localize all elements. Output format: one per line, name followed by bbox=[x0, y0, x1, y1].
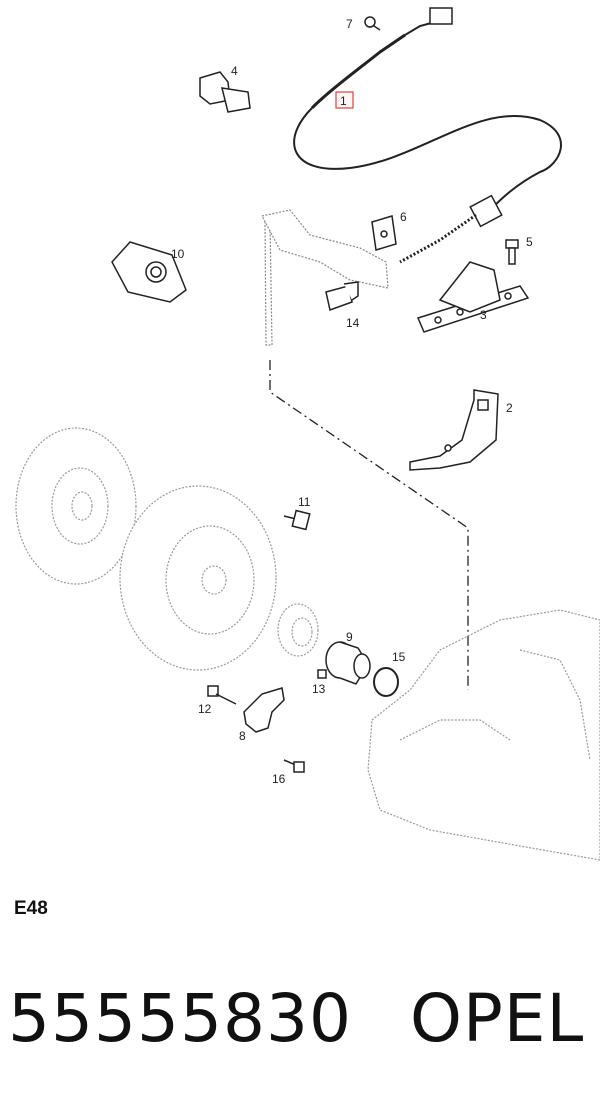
clutch-cable[interactable] bbox=[293, 7, 562, 264]
callout-10[interactable]: 10 bbox=[171, 247, 185, 261]
callout-8[interactable]: 8 bbox=[239, 729, 246, 743]
callout-4[interactable]: 4 bbox=[231, 64, 238, 78]
release-fork-8[interactable] bbox=[243, 687, 285, 733]
part-number: 55555830 bbox=[8, 980, 352, 1057]
callout-5[interactable]: 5 bbox=[526, 235, 533, 249]
seal-15[interactable] bbox=[373, 667, 399, 697]
flywheel[interactable] bbox=[277, 603, 319, 657]
bolt-5[interactable] bbox=[505, 239, 519, 265]
release-shaft[interactable] bbox=[261, 209, 389, 346]
callout-9[interactable]: 9 bbox=[346, 630, 353, 644]
bolt-11[interactable] bbox=[283, 509, 311, 531]
bolt-7[interactable] bbox=[364, 16, 381, 31]
page-code: E48 bbox=[14, 898, 48, 919]
callout-1[interactable]: 1 bbox=[340, 94, 347, 108]
callout-16[interactable]: 16 bbox=[272, 772, 286, 786]
gearbox-housing bbox=[367, 609, 600, 861]
callout-11[interactable]: 11 bbox=[298, 495, 311, 509]
callout-3[interactable]: 3 bbox=[480, 308, 487, 322]
callout-13[interactable]: 13 bbox=[312, 682, 326, 696]
rubber-flange-10[interactable] bbox=[111, 241, 187, 303]
clutch-disc[interactable] bbox=[15, 427, 137, 585]
callout-12[interactable]: 12 bbox=[198, 702, 212, 716]
clip-4[interactable] bbox=[199, 71, 251, 113]
pressure-plate[interactable] bbox=[119, 485, 277, 671]
release-bearing-9[interactable] bbox=[325, 641, 371, 685]
callout-7[interactable]: 7 bbox=[346, 17, 353, 31]
clip-14[interactable] bbox=[325, 281, 359, 311]
bracket-6[interactable] bbox=[371, 215, 397, 251]
callout-14[interactable]: 14 bbox=[346, 316, 360, 330]
bolt-12[interactable] bbox=[207, 685, 237, 705]
bracket-2[interactable] bbox=[409, 389, 499, 471]
callout-15[interactable]: 15 bbox=[392, 650, 406, 664]
callout-6[interactable]: 6 bbox=[400, 210, 407, 224]
bolt-16[interactable] bbox=[283, 759, 305, 773]
parts-diagram: 1 2 3 4 5 6 7 8 9 10 11 12 13 14 15 16 bbox=[15, 7, 600, 861]
callout-2[interactable]: 2 bbox=[506, 401, 513, 415]
highlight-box-1 bbox=[335, 91, 354, 109]
bracket-3[interactable] bbox=[416, 261, 530, 333]
brand-name: OPEL bbox=[410, 980, 585, 1057]
bolt-13[interactable] bbox=[317, 669, 327, 679]
leader-line bbox=[269, 360, 469, 690]
